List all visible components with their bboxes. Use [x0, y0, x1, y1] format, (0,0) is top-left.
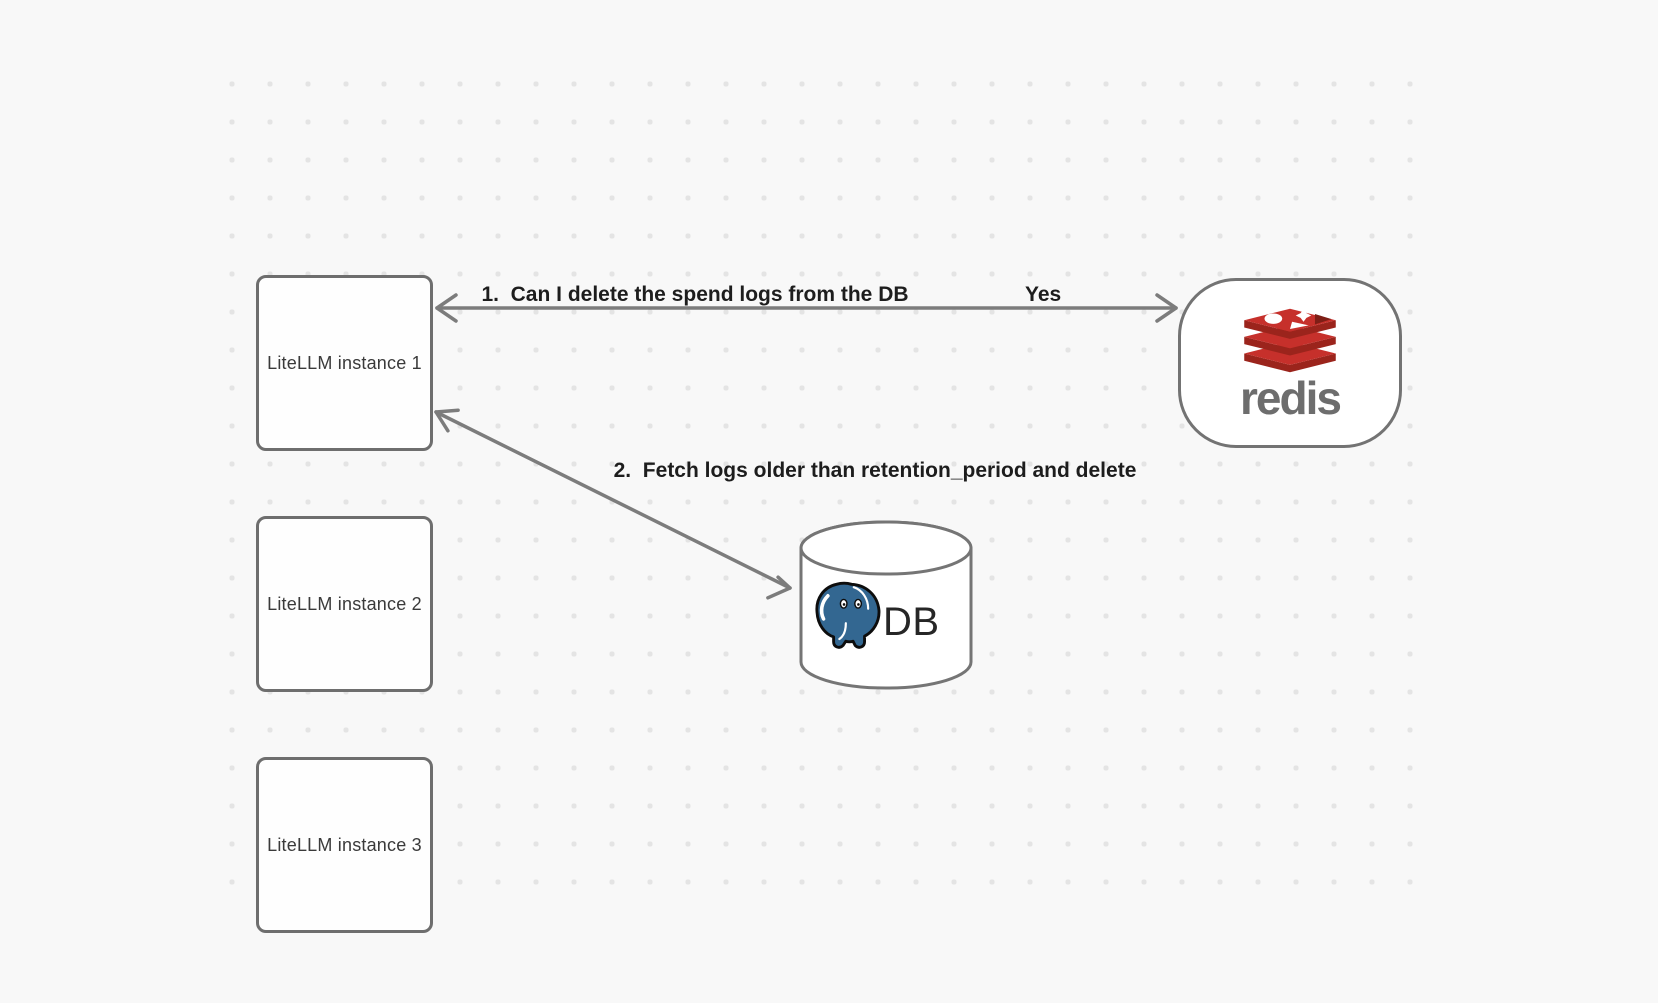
node-redis: redis: [1178, 278, 1402, 448]
node-litellm-instance-1: LiteLLM instance 1: [256, 275, 433, 451]
node-db: DB: [799, 518, 973, 692]
postgresql-elephant-icon: [815, 581, 881, 649]
node-label: LiteLLM instance 3: [267, 834, 422, 855]
node-label: LiteLLM instance 1: [267, 352, 422, 373]
db-label: DB: [883, 600, 940, 644]
edge-label-step2: 2. Fetch logs older than retention_perio…: [613, 459, 1137, 482]
edge-label-yes: Yes: [1025, 283, 1062, 306]
redis-wordmark: redis: [1240, 371, 1342, 424]
redis-stack-icon: [1244, 308, 1336, 372]
node-litellm-instance-3: LiteLLM instance 3: [256, 757, 433, 933]
node-label: LiteLLM instance 2: [267, 593, 422, 614]
edge-label-step1: 1. Can I delete the spend logs from the …: [481, 283, 909, 306]
node-litellm-instance-2: LiteLLM instance 2: [256, 516, 433, 692]
